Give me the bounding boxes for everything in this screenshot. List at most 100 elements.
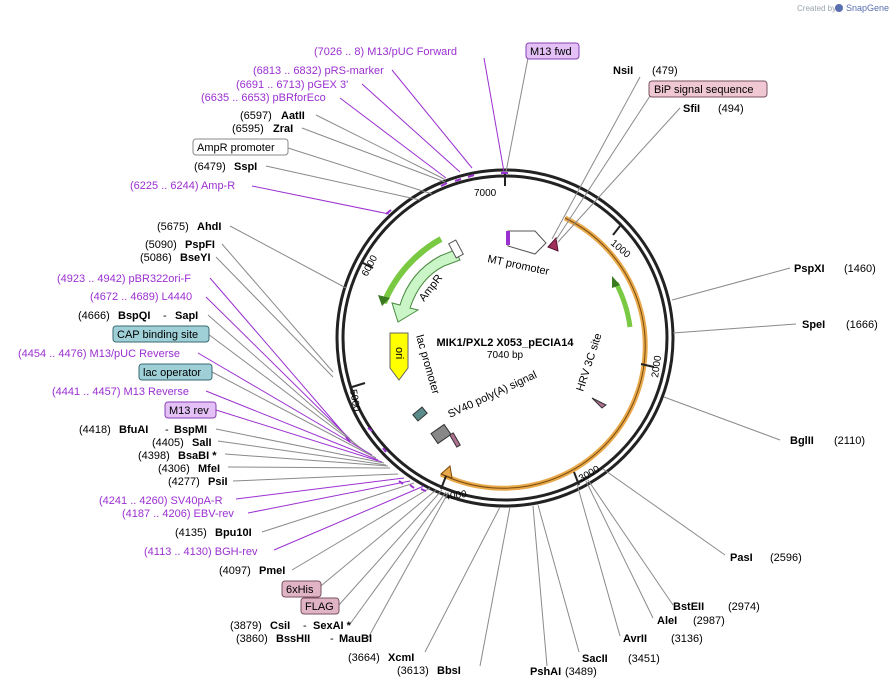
- leader-line: [235, 477, 405, 500]
- m13-rev-label: M13 rev: [169, 405, 209, 417]
- site-pos-aatii: (6597): [240, 110, 272, 122]
- site-pos-bsteii: (2974): [728, 601, 760, 613]
- leader-line: [576, 483, 621, 637]
- site-pos-sspi: (6479): [194, 161, 226, 173]
- site-label-maubi: MauBI: [339, 633, 372, 645]
- site-pos-pspxi: (1460): [844, 263, 876, 275]
- site-pos-pasi: (2596): [770, 552, 802, 564]
- site-label-sfii: SfiI: [683, 103, 700, 115]
- site-label-psii: PsiI: [208, 476, 228, 488]
- site-pos-avrii: (3136): [671, 633, 703, 645]
- leader-line: [663, 396, 781, 441]
- his-tag-label: 6xHis: [286, 584, 314, 596]
- m13-fwd-marker: [506, 231, 510, 245]
- site-pos-bsabi: (4398): [138, 450, 170, 462]
- tick-label-4000: 4000: [444, 489, 468, 503]
- tick-line: [440, 475, 447, 490]
- tick-line: [640, 363, 655, 368]
- site-label-mfei: MfeI: [198, 463, 220, 475]
- primer-m13-puc-reverse: (4454 .. 4476) M13/pUC Reverse: [18, 348, 180, 360]
- site-sep-dash: -: [163, 310, 167, 322]
- tick-line: [360, 261, 374, 269]
- flag-tag-box: [300, 597, 340, 615]
- mt-promoter-arrow: [507, 230, 547, 255]
- credit-brand: SnapGene: [846, 3, 889, 13]
- mt-promoter-label: MT promoter: [486, 253, 550, 278]
- cap-binding-label: CAP binding site: [117, 329, 198, 341]
- leader-line: [217, 440, 387, 466]
- ampr-promoter-label: AmpR promoter: [197, 142, 275, 154]
- tick-line: [573, 471, 580, 486]
- leader-line: [207, 333, 367, 453]
- flag-marker: [449, 432, 461, 448]
- site-pos-bpu10i: (4135): [175, 527, 207, 539]
- primer-pbr322ori: (4923 .. 4942) pBR322ori-F: [57, 273, 191, 285]
- leader-line: [367, 492, 449, 639]
- site-label-sacii: SacII: [582, 653, 608, 665]
- cds-arc-edge: [440, 217, 646, 489]
- site-pos-ahdi: (5675): [157, 221, 189, 233]
- leader-line: [205, 390, 379, 461]
- leader-line: [251, 185, 390, 215]
- leader-line: [261, 482, 415, 533]
- primer-bgh-rev: (4113 .. 4130) BGH-rev: [144, 546, 258, 558]
- site-label-spei: SpeI: [802, 319, 825, 331]
- hrv-label: HRV 3C site: [574, 332, 604, 393]
- site-pos-bspqi: (4666): [78, 310, 110, 322]
- leader-line: [197, 352, 373, 456]
- leader-line: [361, 83, 461, 173]
- tick-label-7000: 7000: [474, 188, 497, 199]
- leader-line: [315, 489, 437, 591]
- leader-line: [349, 491, 447, 625]
- leader-line: [247, 480, 411, 514]
- primer-prs-marker: (6813 .. 6832) pRS-marker: [253, 65, 384, 77]
- site-label-pspxi: PspXI: [794, 263, 825, 275]
- leader-line: [557, 107, 681, 243]
- leader-line: [207, 314, 361, 449]
- flag-tag-label: FLAG: [305, 601, 334, 613]
- leader-line: [224, 453, 389, 467]
- leader-line: [532, 505, 548, 667]
- leader-line: [424, 506, 501, 653]
- site-sep-dash: -: [330, 633, 334, 645]
- lac-operator-label: lac operator: [143, 367, 201, 379]
- site-label-alei: AleI: [657, 615, 677, 627]
- site-pos-nsii: (479): [652, 65, 678, 77]
- site-pos-csii: (3879): [230, 620, 262, 632]
- bip-marker: [547, 236, 559, 252]
- site-pos-bseyi: (5086): [140, 252, 172, 264]
- lac-operator-marker: [412, 406, 428, 422]
- leader-line: [232, 473, 399, 482]
- cds-arrow-head: [440, 465, 453, 479]
- bip-feature-box: [648, 80, 768, 98]
- site-label-bspqi: BspQI: [118, 310, 150, 322]
- site-pos-zrai: (6595): [232, 123, 264, 135]
- green-arrow-right: [612, 276, 620, 288]
- tick-label-5000: 5000: [347, 389, 362, 413]
- leader-line: [209, 277, 349, 439]
- credit-text: Created by: [797, 4, 836, 13]
- sv40-marker: [430, 423, 452, 445]
- site-pos-pmei: (4097): [219, 565, 251, 577]
- leader-line: [221, 243, 334, 373]
- site-label-bsshii: BssHII: [276, 633, 310, 645]
- site-pos-xcmi: (3664): [348, 652, 380, 664]
- leader-line: [205, 296, 356, 445]
- site-label-avrii: AvrII: [623, 633, 647, 645]
- ampr-promoter-box: [192, 138, 289, 156]
- site-label-nsii: NsiI: [613, 65, 633, 77]
- leader-line: [483, 57, 505, 173]
- leader-line: [671, 267, 791, 301]
- leader-line: [229, 225, 347, 289]
- plasmid-name: MIK1/PXL2 X053_pECIA14: [437, 337, 575, 349]
- backbone-outer-ring: [335, 168, 675, 508]
- site-pos-spei: (1666): [846, 319, 878, 331]
- bip-feature-label: BiP signal sequence: [654, 84, 753, 96]
- site-label-aatii: AatII: [281, 110, 305, 122]
- site-pos-mfei: (4306): [158, 463, 190, 475]
- primer-l4440: (4672 .. 4689) L4440: [90, 291, 192, 303]
- leader-line: [337, 489, 443, 607]
- leader-line: [585, 480, 654, 619]
- primer-ticks: [345, 172, 508, 492]
